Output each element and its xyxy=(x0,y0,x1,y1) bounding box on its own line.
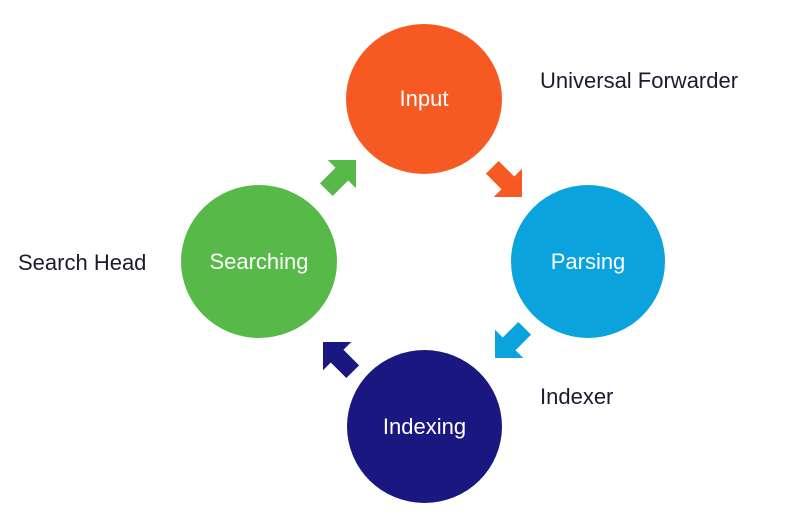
input-stage-circle: Input xyxy=(346,24,502,174)
arrow-searching-to-input xyxy=(319,160,356,197)
input-stage-label: Input xyxy=(399,86,449,111)
arrow-parsing-to-indexing xyxy=(495,321,532,358)
arrow-indexing-to-searching xyxy=(323,342,360,379)
arrow-input-to-parsing xyxy=(485,160,522,197)
indexing-stage-label: Indexing xyxy=(382,413,467,439)
parsing-stage-label: Parsing xyxy=(550,248,626,274)
search-head-label: Search Head xyxy=(18,250,147,275)
indexer-label: Indexer xyxy=(540,384,614,409)
parsing-stage-circle: Parsing xyxy=(511,185,665,338)
indexing-stage-circle: Indexing xyxy=(347,350,502,503)
searching-stage-circle: Searching xyxy=(181,185,337,338)
searching-stage-label: Searching xyxy=(209,248,309,274)
universal-forwarder-label: Universal Forwarder xyxy=(540,68,739,93)
